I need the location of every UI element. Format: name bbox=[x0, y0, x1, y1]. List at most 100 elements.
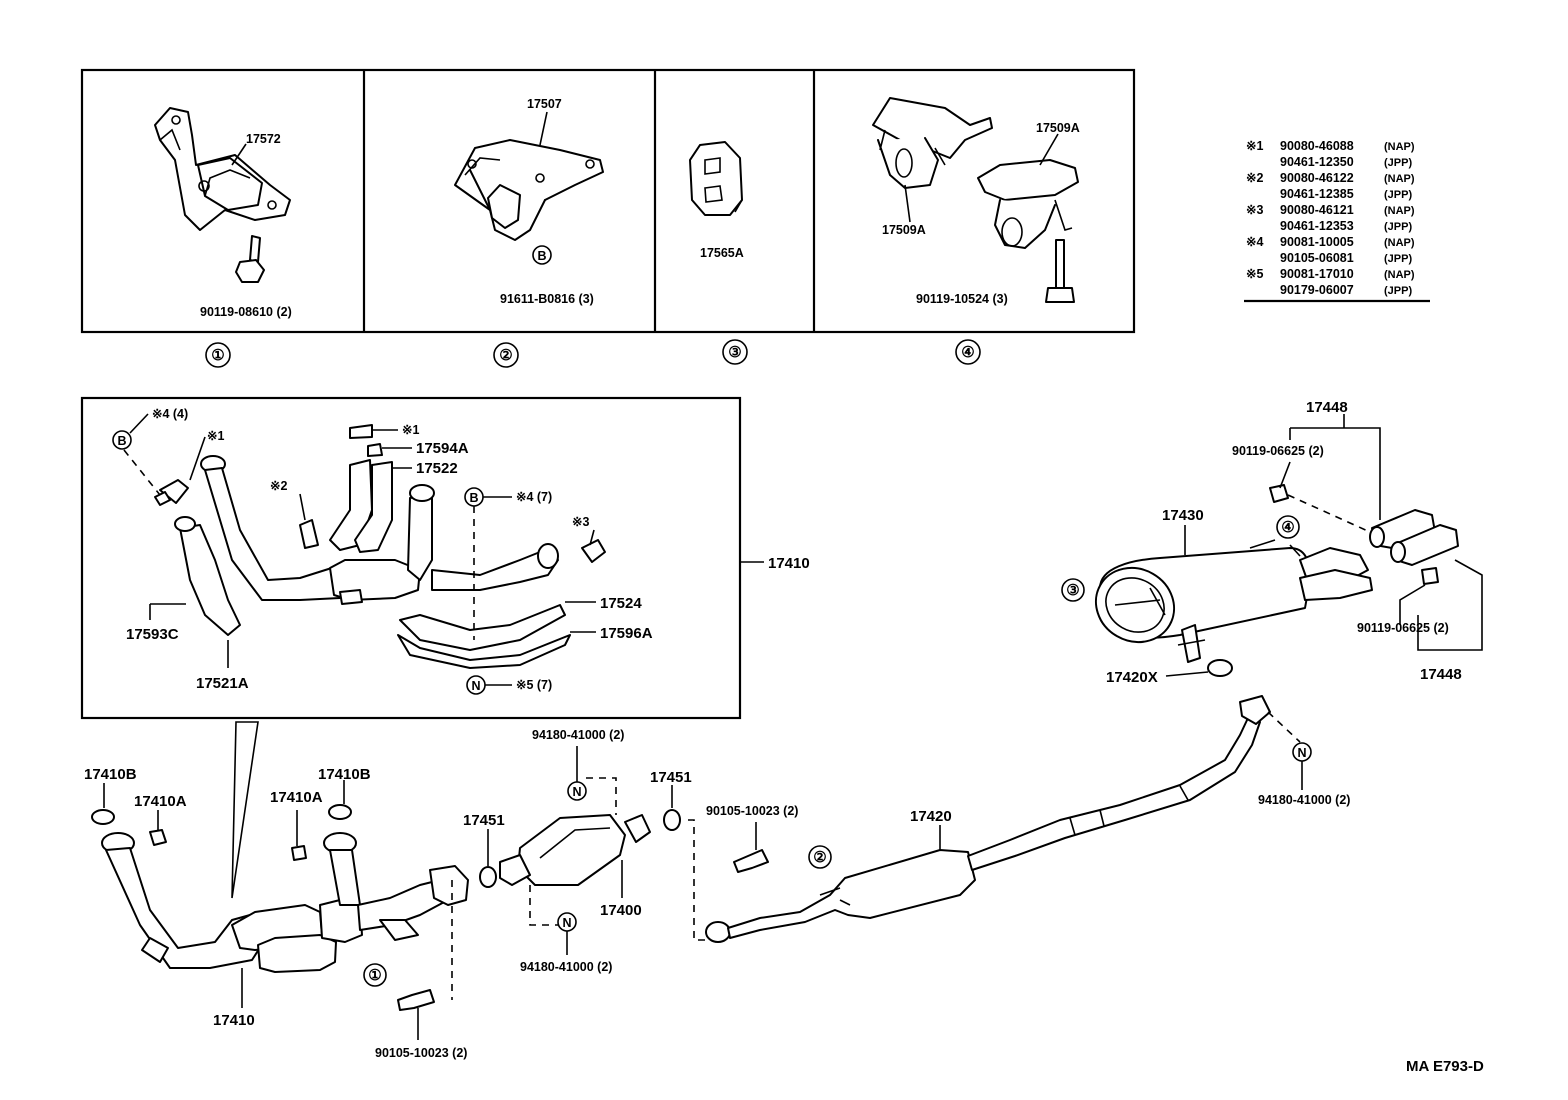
drawing-code: MA E793-D bbox=[1406, 1058, 1484, 1075]
legend-part-7: 90081-10005 bbox=[1280, 235, 1354, 249]
gasket-17451-right-drawing bbox=[663, 809, 681, 831]
legend-part-2: 90461-12350 bbox=[1280, 155, 1354, 169]
label-17410b-right: 17410B bbox=[318, 766, 371, 783]
label-17524: 17524 bbox=[600, 595, 642, 612]
nut-17410a-left-drawing bbox=[149, 829, 167, 846]
panel-number-3: ③ bbox=[728, 344, 741, 361]
legend-part-1: 90080-46088 bbox=[1280, 139, 1354, 153]
legend-mark-3: ※2 bbox=[1246, 171, 1263, 185]
tailpipe-17448-drawing bbox=[1369, 509, 1459, 566]
label-17521a: 17521A bbox=[196, 675, 249, 692]
leader-17572 bbox=[231, 143, 247, 166]
label-17430: 17430 bbox=[1162, 507, 1204, 524]
bolt-90105-10023-right-drawing bbox=[733, 849, 769, 873]
label-17509a-bottom: 17509A bbox=[882, 223, 926, 237]
legend-region-1: (NAP) bbox=[1384, 141, 1415, 153]
bracket-17509a-left-drawing bbox=[872, 97, 993, 189]
note-m1-top: ※1 bbox=[402, 423, 419, 437]
label-17509a-top: 17509A bbox=[1036, 121, 1080, 135]
circle-n-marker-bottom: N bbox=[562, 916, 571, 930]
circle-b-marker-inset-left: B bbox=[117, 434, 126, 448]
label-94180-top: 94180-41000 (2) bbox=[532, 728, 624, 742]
legend-region-7: (NAP) bbox=[1384, 237, 1415, 249]
label-17565a: 17565A bbox=[700, 246, 744, 260]
gasket-17420x-drawing bbox=[1207, 659, 1233, 677]
label-94180-right: 94180-41000 (2) bbox=[1258, 793, 1350, 807]
note-m3: ※3 bbox=[572, 515, 589, 529]
label-17420: 17420 bbox=[910, 808, 952, 825]
label-91611-b0816: 91611-B0816 (3) bbox=[500, 292, 594, 306]
panel-ref-1-main: ① bbox=[368, 967, 381, 984]
front-pipe-17410-drawing bbox=[101, 832, 469, 973]
label-17410a-mid: 17410A bbox=[270, 789, 323, 806]
gasket-17410b-left-drawing bbox=[91, 809, 115, 825]
panel-ref-4-rear: ④ bbox=[1281, 519, 1294, 536]
bolt-90119-10524-drawing bbox=[1045, 239, 1075, 303]
note-m1-left: ※1 bbox=[207, 429, 224, 443]
label-90105-right: 90105-10023 (2) bbox=[706, 804, 798, 818]
legend-mark-9: ※5 bbox=[1246, 267, 1263, 281]
legend-part-3: 90080-46122 bbox=[1280, 171, 1354, 185]
bracket-17509a-right-drawing bbox=[977, 159, 1079, 249]
circle-b-marker-inset-center: B bbox=[469, 491, 478, 505]
label-90119-06625-top: 90119-06625 (2) bbox=[1232, 444, 1324, 458]
hanger-17565a-drawing bbox=[689, 141, 743, 216]
legend-part-8: 90105-06081 bbox=[1280, 251, 1354, 265]
leader-17509a-top bbox=[1039, 133, 1059, 166]
circle-b-marker-panel2: B bbox=[537, 249, 546, 263]
bolt-90119-08610-drawing bbox=[235, 235, 265, 283]
circle-n-marker-right: N bbox=[1297, 746, 1306, 760]
front-pipe-inset-drawing bbox=[154, 424, 606, 669]
mount-panels bbox=[80, 68, 1136, 334]
label-17594a: 17594A bbox=[416, 440, 469, 457]
label-17451-left: 17451 bbox=[463, 812, 505, 829]
converter-17400-drawing bbox=[499, 814, 651, 886]
legend-region-8: (JPP) bbox=[1384, 253, 1412, 265]
note-m4-4: ※4 (4) bbox=[152, 407, 188, 421]
legend-mark-5: ※3 bbox=[1246, 203, 1263, 217]
label-17593c: 17593C bbox=[126, 626, 179, 643]
panel-ref-2-main: ② bbox=[813, 849, 826, 866]
label-17522: 17522 bbox=[416, 460, 458, 477]
panel-number-2: ② bbox=[499, 347, 512, 364]
bracket-17572-drawing bbox=[154, 107, 291, 231]
legend-mark-7: ※4 bbox=[1246, 235, 1263, 249]
legend-region-2: (JPP) bbox=[1384, 157, 1412, 169]
legend-region-6: (JPP) bbox=[1384, 221, 1412, 233]
label-17410-inset: 17410 bbox=[768, 555, 810, 572]
mount-17507-drawing bbox=[454, 139, 604, 241]
label-17448-bottom: 17448 bbox=[1420, 666, 1462, 683]
legend-part-5: 90080-46121 bbox=[1280, 203, 1354, 217]
inset-pointer bbox=[231, 721, 259, 899]
legend-part-9: 90081-17010 bbox=[1280, 267, 1354, 281]
legend-region-3: (NAP) bbox=[1384, 173, 1415, 185]
bolt-90105-10023-bottom-drawing bbox=[397, 989, 435, 1011]
label-17451-right: 17451 bbox=[650, 769, 692, 786]
legend-region-9: (NAP) bbox=[1384, 269, 1415, 281]
nut-17410a-mid-drawing bbox=[291, 845, 307, 861]
note-m2: ※2 bbox=[270, 479, 287, 493]
panel-number-row: ① ② ③ ④ bbox=[205, 339, 981, 368]
label-17410b-left: 17410B bbox=[84, 766, 137, 783]
panel-number-1: ① bbox=[211, 347, 224, 364]
panel-number-4: ④ bbox=[961, 344, 974, 361]
label-17400: 17400 bbox=[600, 902, 642, 919]
center-pipe-17420-drawing bbox=[705, 695, 1271, 943]
panel-ref-3-rear: ③ bbox=[1066, 582, 1079, 599]
legend-part-6: 90461-12353 bbox=[1280, 219, 1354, 233]
bolt-90119-06625-bottom-drawing bbox=[1421, 567, 1439, 585]
circle-n-marker-inset: N bbox=[471, 679, 480, 693]
label-17596a: 17596A bbox=[600, 625, 653, 642]
legend-part-10: 90179-06007 bbox=[1280, 283, 1354, 297]
legend-part-4: 90461-12385 bbox=[1280, 187, 1354, 201]
label-17448-top: 17448 bbox=[1306, 399, 1348, 416]
label-17410-main: 17410 bbox=[213, 1012, 255, 1029]
gasket-17451-left-drawing bbox=[479, 866, 497, 888]
leader-17507 bbox=[539, 111, 548, 146]
label-17572: 17572 bbox=[246, 132, 281, 146]
label-94180-bottom: 94180-41000 (2) bbox=[520, 960, 612, 974]
legend-region-4: (JPP) bbox=[1384, 189, 1412, 201]
label-17420x: 17420X bbox=[1106, 669, 1158, 686]
gasket-17410b-right-drawing bbox=[328, 804, 352, 820]
